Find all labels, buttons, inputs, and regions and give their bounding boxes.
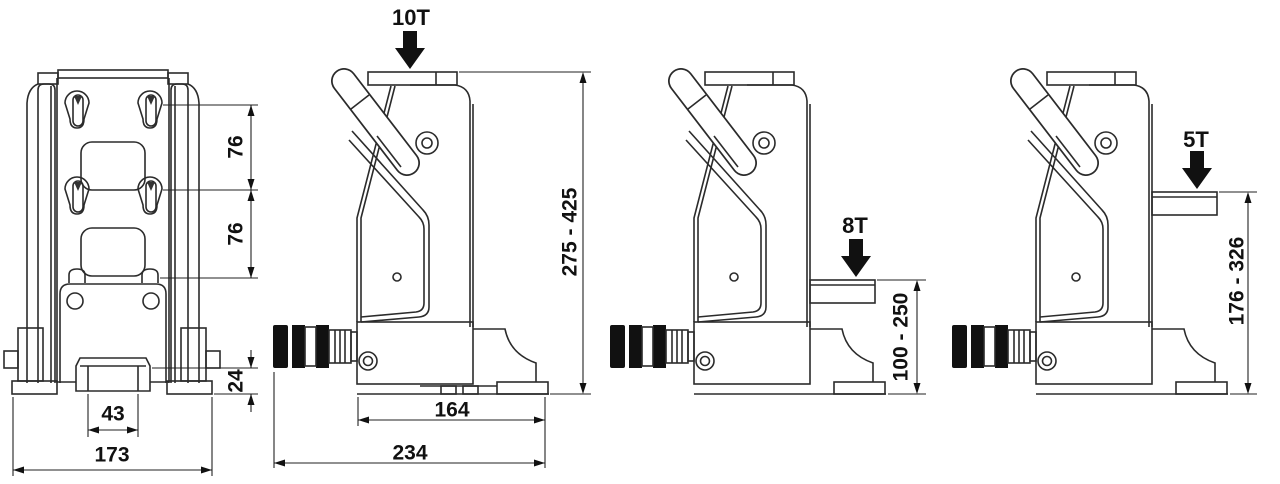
lifting-toe xyxy=(1151,191,1218,216)
dim-toe-height-range-high: 176 - 326 xyxy=(1225,236,1249,326)
dim-base-length: 164 xyxy=(434,398,470,422)
load-arrow-down-icon xyxy=(1182,151,1212,189)
lifting-toe xyxy=(809,279,876,304)
base-feet xyxy=(3,327,221,395)
side-view-toe-high-dimensions xyxy=(1219,191,1257,395)
side-view-head-load xyxy=(273,31,549,394)
load-rating-toe-mid: 8T xyxy=(842,213,868,238)
dim-toe-height-range-mid: 100 - 250 xyxy=(889,292,913,382)
side-view-toe-high xyxy=(952,72,1228,394)
side-view-toe-mid xyxy=(610,72,886,394)
recess-window xyxy=(80,141,146,191)
dim-hole-pitch-lower: 76 xyxy=(224,222,248,246)
dim-hole-pitch-upper: 76 xyxy=(224,135,248,159)
dim-overall-length: 234 xyxy=(392,441,428,465)
load-arrow-down-icon xyxy=(841,239,871,277)
toe-guide-bracket xyxy=(59,283,167,383)
load-arrow-down-icon xyxy=(395,31,425,69)
load-rating-head: 10T xyxy=(392,5,430,30)
side-view-head-dimensions xyxy=(273,71,591,468)
front-view-drawing xyxy=(3,69,221,395)
front-view-dimensions xyxy=(12,104,258,476)
keyhole-slots xyxy=(64,90,163,215)
recess-window xyxy=(80,227,146,277)
toe-front xyxy=(75,357,151,392)
load-rating-toe-high: 5T xyxy=(1183,127,1209,152)
dim-toe-plate-height: 24 xyxy=(224,369,248,393)
dim-toe-width: 43 xyxy=(101,402,125,426)
dim-overall-width: 173 xyxy=(94,443,130,467)
side-view-toe-mid-dimensions xyxy=(877,279,926,395)
dim-height-range-head: 275 - 425 xyxy=(558,187,582,277)
